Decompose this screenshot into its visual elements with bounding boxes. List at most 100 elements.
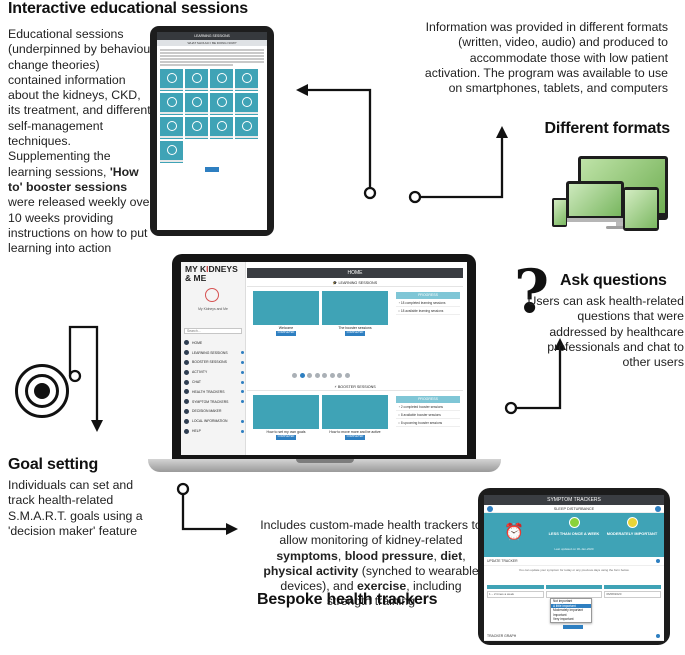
carousel-dots[interactable]	[292, 373, 350, 378]
dropdown-option[interactable]: Very important	[553, 617, 574, 622]
progress-row: ○ 8 available booster sessions	[396, 411, 460, 419]
expand-dot-icon	[241, 360, 244, 364]
session-tile[interactable]	[210, 117, 233, 140]
booster-card-goals[interactable]: How to set my own goals COMPLETED	[253, 395, 319, 445]
session-tile[interactable]	[185, 93, 208, 116]
tablet-subheader: WHAT SHOULD I BE DOING NOW?	[157, 40, 267, 46]
session-tile[interactable]	[210, 93, 233, 116]
tracker-graph-row[interactable]: TRACKER GRAPH	[484, 632, 664, 641]
dropdown-option[interactable]: Not important	[553, 599, 573, 603]
sidebar-item-label: HELP	[192, 429, 201, 434]
session-tile[interactable]	[210, 69, 233, 92]
tablet-screen: LEARNING SESSIONS WHAT SHOULD I BE DOING…	[157, 32, 267, 230]
frequency-select[interactable]: 1 – 2 times a week	[487, 591, 544, 598]
sidebar-item-local-information[interactable]: LOCAL INFORMATION	[184, 416, 244, 426]
session-tile[interactable]	[235, 117, 258, 140]
dropdown-option[interactable]: Important	[553, 612, 567, 617]
carousel-dot[interactable]	[307, 373, 312, 378]
sidebar-item-health-trackers[interactable]: HEALTH TRACKERS	[184, 387, 244, 397]
logo-text-i: I	[206, 264, 209, 274]
booster-sessions-title: BOOSTER SESSIONS	[337, 385, 376, 389]
session-card-welcome[interactable]: Welcome COMPLETED	[253, 291, 319, 341]
interactive-sessions-body-end: were released weekly over 10 weeks provi…	[8, 195, 154, 256]
dropdown-option[interactable]: Moderately important	[553, 608, 583, 613]
carousel-dot[interactable]	[314, 373, 320, 378]
importance-summary: MODERATELY IMPORTANT	[604, 517, 660, 536]
kidney-icon	[205, 288, 219, 302]
book-icon	[184, 350, 189, 356]
update-button[interactable]	[563, 625, 583, 629]
tablet-header: LEARNING SESSIONS	[157, 32, 267, 40]
session-card-booster-sessions[interactable]: The booster sessions COMPLETED	[322, 291, 388, 341]
completed-button[interactable]: COMPLETED	[345, 435, 365, 440]
sidebar-item-home[interactable]: HOME	[184, 338, 244, 348]
ask-questions-text: Users can ask health-related questions t…	[527, 294, 684, 370]
session-tile[interactable]	[160, 69, 183, 92]
activity-icon	[184, 369, 189, 375]
laptop-icon	[566, 181, 624, 218]
next-arrow-icon[interactable]	[655, 506, 661, 512]
carousel-dot[interactable]	[344, 373, 350, 378]
sidebar-item-chat[interactable]: CHAT	[184, 377, 244, 387]
session-tile[interactable]	[185, 117, 208, 140]
carousel-dot[interactable]	[329, 373, 335, 378]
logo-text-2: DNEYS	[208, 264, 238, 274]
lightning-icon	[184, 359, 189, 365]
prev-arrow-icon[interactable]	[487, 506, 493, 512]
sidebar-item-learning-sessions[interactable]: LEARNING SESSIONS	[184, 348, 244, 358]
progress-row: ○ 18 available learning sessions	[396, 307, 460, 315]
laptop-screen: MY KIDNEYS & ME My Kidneys and Me Search…	[181, 262, 467, 455]
symptom-summary-band: ⏰ LESS THAN ONCE A WEEK MODERATELY IMPOR…	[484, 513, 664, 557]
progress-text: 18 available learning sessions	[400, 309, 444, 313]
alarm-clock-icon: ⏰	[504, 524, 524, 541]
carousel-dot[interactable]	[299, 373, 305, 378]
progress-text: 8 available booster sessions	[400, 413, 441, 417]
sidebar-item-decision-maker[interactable]: DECISION MAKER	[184, 407, 244, 417]
location-icon	[184, 418, 189, 424]
dropdown-option[interactable]: A little important	[551, 603, 591, 609]
sidebar-item-booster-sessions[interactable]: BOOSTER SESSIONS	[184, 358, 244, 368]
session-tile[interactable]	[160, 93, 183, 116]
laptop-notch	[296, 459, 354, 463]
sidebar-item-activity[interactable]: ACTIVITY	[184, 367, 244, 377]
progress-row: ◔ 2 completed booster sessions	[396, 403, 460, 411]
trackers-text-1: Includes custom-made health trackers to …	[260, 518, 482, 548]
tablet-session-grid	[157, 69, 267, 164]
tablet-continue-button[interactable]	[205, 167, 219, 173]
search-input[interactable]: Search...	[184, 328, 242, 334]
app-logo: MY KIDNEYS & ME	[185, 265, 238, 283]
expand-dot-icon	[241, 419, 244, 423]
learning-sessions-heading: 🎓 LEARNING SESSIONS	[247, 280, 463, 287]
carousel-dot[interactable]	[337, 373, 342, 378]
tracker-graph-label: TRACKER GRAPH	[487, 634, 517, 638]
booster-progress-panel: PROGRESS ◔ 2 completed booster sessions …	[396, 396, 460, 427]
carousel-dot[interactable]	[292, 373, 297, 378]
importance-dropdown[interactable]: Not important A little important Moderat…	[550, 598, 592, 623]
update-tracker-row[interactable]: UPDATE TRACKER	[484, 557, 664, 566]
importance-select[interactable]	[545, 591, 603, 598]
carousel-dot[interactable]	[322, 373, 327, 378]
tablet-device: LEARNING SESSIONS WHAT SHOULD I BE DOING…	[150, 26, 274, 236]
session-tile[interactable]	[235, 69, 258, 92]
booster-card-move-more[interactable]: How to move more and be active COMPLETED	[322, 395, 388, 445]
sidebar-item-symptom-trackers[interactable]: SYMPTOM TRACKERS	[184, 397, 244, 407]
sidebar-item-label: BOOSTER SESSIONS	[192, 360, 227, 365]
session-tile[interactable]	[235, 93, 258, 116]
last-updated-text: Last updated on 30-Jan-2020	[554, 547, 594, 551]
completed-button[interactable]: COMPLETED	[276, 331, 296, 336]
session-tile[interactable]	[185, 69, 208, 92]
session-tile[interactable]	[160, 141, 183, 164]
laptop-base	[148, 459, 501, 472]
help-icon	[184, 428, 189, 434]
sidebar-item-help[interactable]: HELP	[184, 426, 244, 436]
session-tile[interactable]	[160, 117, 183, 140]
date-field[interactable]: 06/08/2020	[604, 591, 662, 598]
symptom-name: SLEEP DISTURBANCE	[553, 507, 595, 511]
completed-button[interactable]: COMPLETED	[345, 331, 365, 336]
trackers-text-2: ,	[337, 548, 342, 563]
sidebar-item-label: HOME	[192, 340, 203, 345]
completed-button[interactable]: COMPLETED	[276, 435, 296, 440]
smartphone-icon	[552, 198, 567, 227]
frequency-indicator	[568, 517, 580, 528]
different-formats-heading: Different formats	[544, 120, 670, 137]
